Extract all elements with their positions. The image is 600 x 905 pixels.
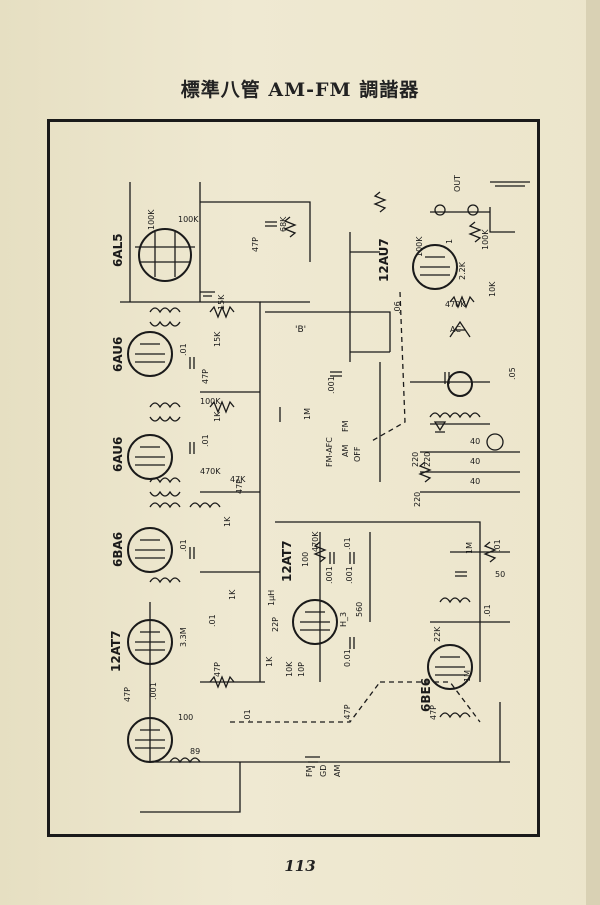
label: 2.2K xyxy=(458,261,467,280)
label: 50 xyxy=(495,570,505,579)
label: OFF xyxy=(353,446,362,462)
label: 15K xyxy=(213,331,222,347)
label: 89 xyxy=(190,747,200,756)
label: 47P xyxy=(213,662,222,677)
label: 100K xyxy=(415,236,424,257)
label: 1μH xyxy=(267,590,276,606)
label: 40 xyxy=(470,457,480,466)
tube-6al5: 6AL5 xyxy=(111,233,125,267)
label: .01 xyxy=(493,539,502,552)
label: 1K xyxy=(213,411,222,422)
label: 220 xyxy=(411,452,420,467)
label: 470K xyxy=(445,300,466,309)
label: 10P xyxy=(297,662,306,677)
tube-6au6-1: 6AU6 xyxy=(111,337,125,372)
label: 470K xyxy=(200,467,221,476)
label: 3.3M xyxy=(179,627,188,647)
label: 470K xyxy=(311,531,320,552)
label: 47P xyxy=(429,705,438,720)
label: 220 xyxy=(413,492,422,507)
label: 1K xyxy=(223,516,232,527)
label: .01 xyxy=(201,434,210,447)
label: 'B' xyxy=(295,325,306,335)
tube-6be6: 6BE6 xyxy=(419,678,433,712)
label: FM xyxy=(305,765,314,777)
label: 1 xyxy=(445,239,454,244)
label: .01 xyxy=(243,709,252,722)
tube-12au7: 12AU7 xyxy=(377,238,391,282)
label: .01 xyxy=(179,343,188,356)
label: AM xyxy=(341,445,350,457)
label: .001 xyxy=(327,376,336,394)
label: .05 xyxy=(508,367,517,380)
label: 47P xyxy=(251,237,260,252)
label: 10K xyxy=(488,281,497,297)
label: 47P xyxy=(123,687,132,702)
label: 1K xyxy=(265,656,274,667)
page-number: 113 xyxy=(284,857,316,875)
label: .01 xyxy=(179,539,188,552)
label: 15K xyxy=(217,294,226,310)
label: AM xyxy=(333,765,342,777)
label: .001 xyxy=(345,566,354,584)
label: 40 xyxy=(470,437,480,446)
label: 0.01 xyxy=(343,649,352,667)
label: .06 xyxy=(393,301,402,314)
page-edge xyxy=(586,0,600,905)
label: .001 xyxy=(325,566,334,584)
label: FM xyxy=(341,420,350,432)
label: 47K xyxy=(230,475,246,484)
tube-12at7-2: 12AT7 xyxy=(280,540,294,582)
label: 22P xyxy=(271,617,280,632)
label: 1M xyxy=(463,670,472,682)
tube-12at7-1: 12AT7 xyxy=(109,630,123,672)
label: AC xyxy=(450,325,461,334)
tuner-schematic: 6AL5 6AU6 6AU6 6BA6 12AT7 12AT7 12AU7 6B… xyxy=(109,175,530,813)
label: 47P xyxy=(201,369,210,384)
label: GD xyxy=(319,765,328,777)
label: 100K xyxy=(200,397,221,406)
tube-6ba6: 6BA6 xyxy=(111,532,125,567)
schematic-frame xyxy=(47,119,540,837)
label: 100 xyxy=(178,713,193,722)
label: .47P xyxy=(343,704,352,722)
label: 220 xyxy=(423,452,432,467)
label: 68K xyxy=(279,216,288,232)
label: .001 xyxy=(149,682,158,700)
label: 47P xyxy=(235,479,244,494)
page-title: 標準八管 AM-FM 調諧器 xyxy=(180,79,420,101)
label: 100K xyxy=(147,209,156,230)
label: 40 xyxy=(470,477,480,486)
label: 1K xyxy=(228,589,237,600)
tube-6au6-2: 6AU6 xyxy=(111,437,125,472)
label: 1M xyxy=(465,542,474,554)
label: H_3 xyxy=(339,612,348,627)
label: 10K xyxy=(285,661,294,677)
label: 100K xyxy=(481,229,490,250)
label: 560 xyxy=(355,602,364,617)
label: OUT xyxy=(453,175,462,192)
label: 100K xyxy=(178,215,199,224)
label: .01 xyxy=(343,537,352,550)
label: .01 xyxy=(208,614,217,627)
label: 22K xyxy=(433,626,442,642)
label: .01 xyxy=(483,604,492,617)
label: 1M xyxy=(303,408,312,420)
label: FM-AFC xyxy=(325,437,334,467)
label: 100 xyxy=(301,552,310,567)
